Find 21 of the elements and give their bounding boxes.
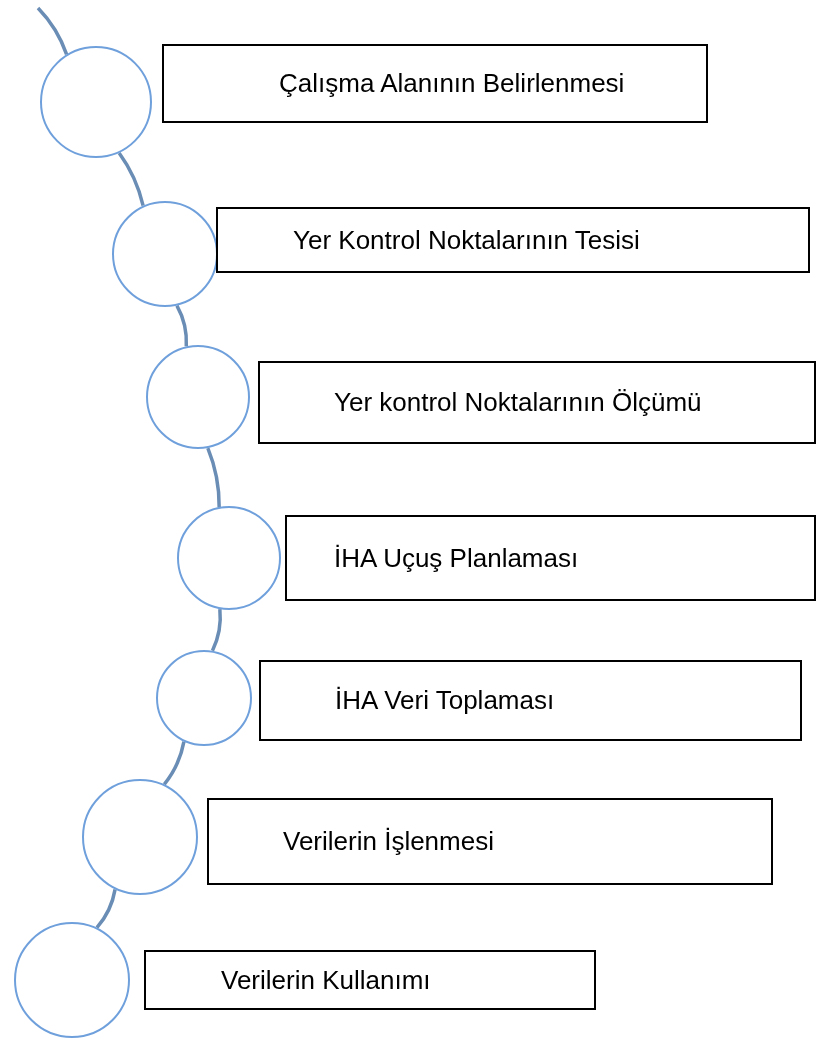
step-label: Yer Kontrol Noktalarının Tesisi [293, 224, 640, 256]
connector-line [95, 889, 117, 929]
step-box [144, 950, 596, 1010]
step-box [258, 361, 816, 444]
step-label: Verilerin Kullanımı [221, 964, 431, 996]
step-label: İHA Veri Toplaması [335, 685, 555, 716]
step-label: Yer kontrol Noktalarının Ölçümü [334, 387, 702, 418]
connector-line [175, 304, 189, 347]
connector-line [162, 741, 186, 786]
step-label: İHA Uçuş Planlaması [334, 542, 579, 574]
connector-line [117, 152, 145, 207]
step-label: Verilerin İşlenmesi [283, 826, 494, 857]
step-box [216, 207, 810, 273]
step-box [285, 515, 816, 601]
step-box [259, 660, 802, 741]
connector-line [206, 447, 221, 507]
connector-line [36, 6, 69, 55]
step-box [207, 798, 773, 885]
connector-line [210, 609, 222, 652]
step-box [162, 44, 708, 123]
step-label: Çalışma Alanının Belirlenmesi [279, 68, 625, 99]
